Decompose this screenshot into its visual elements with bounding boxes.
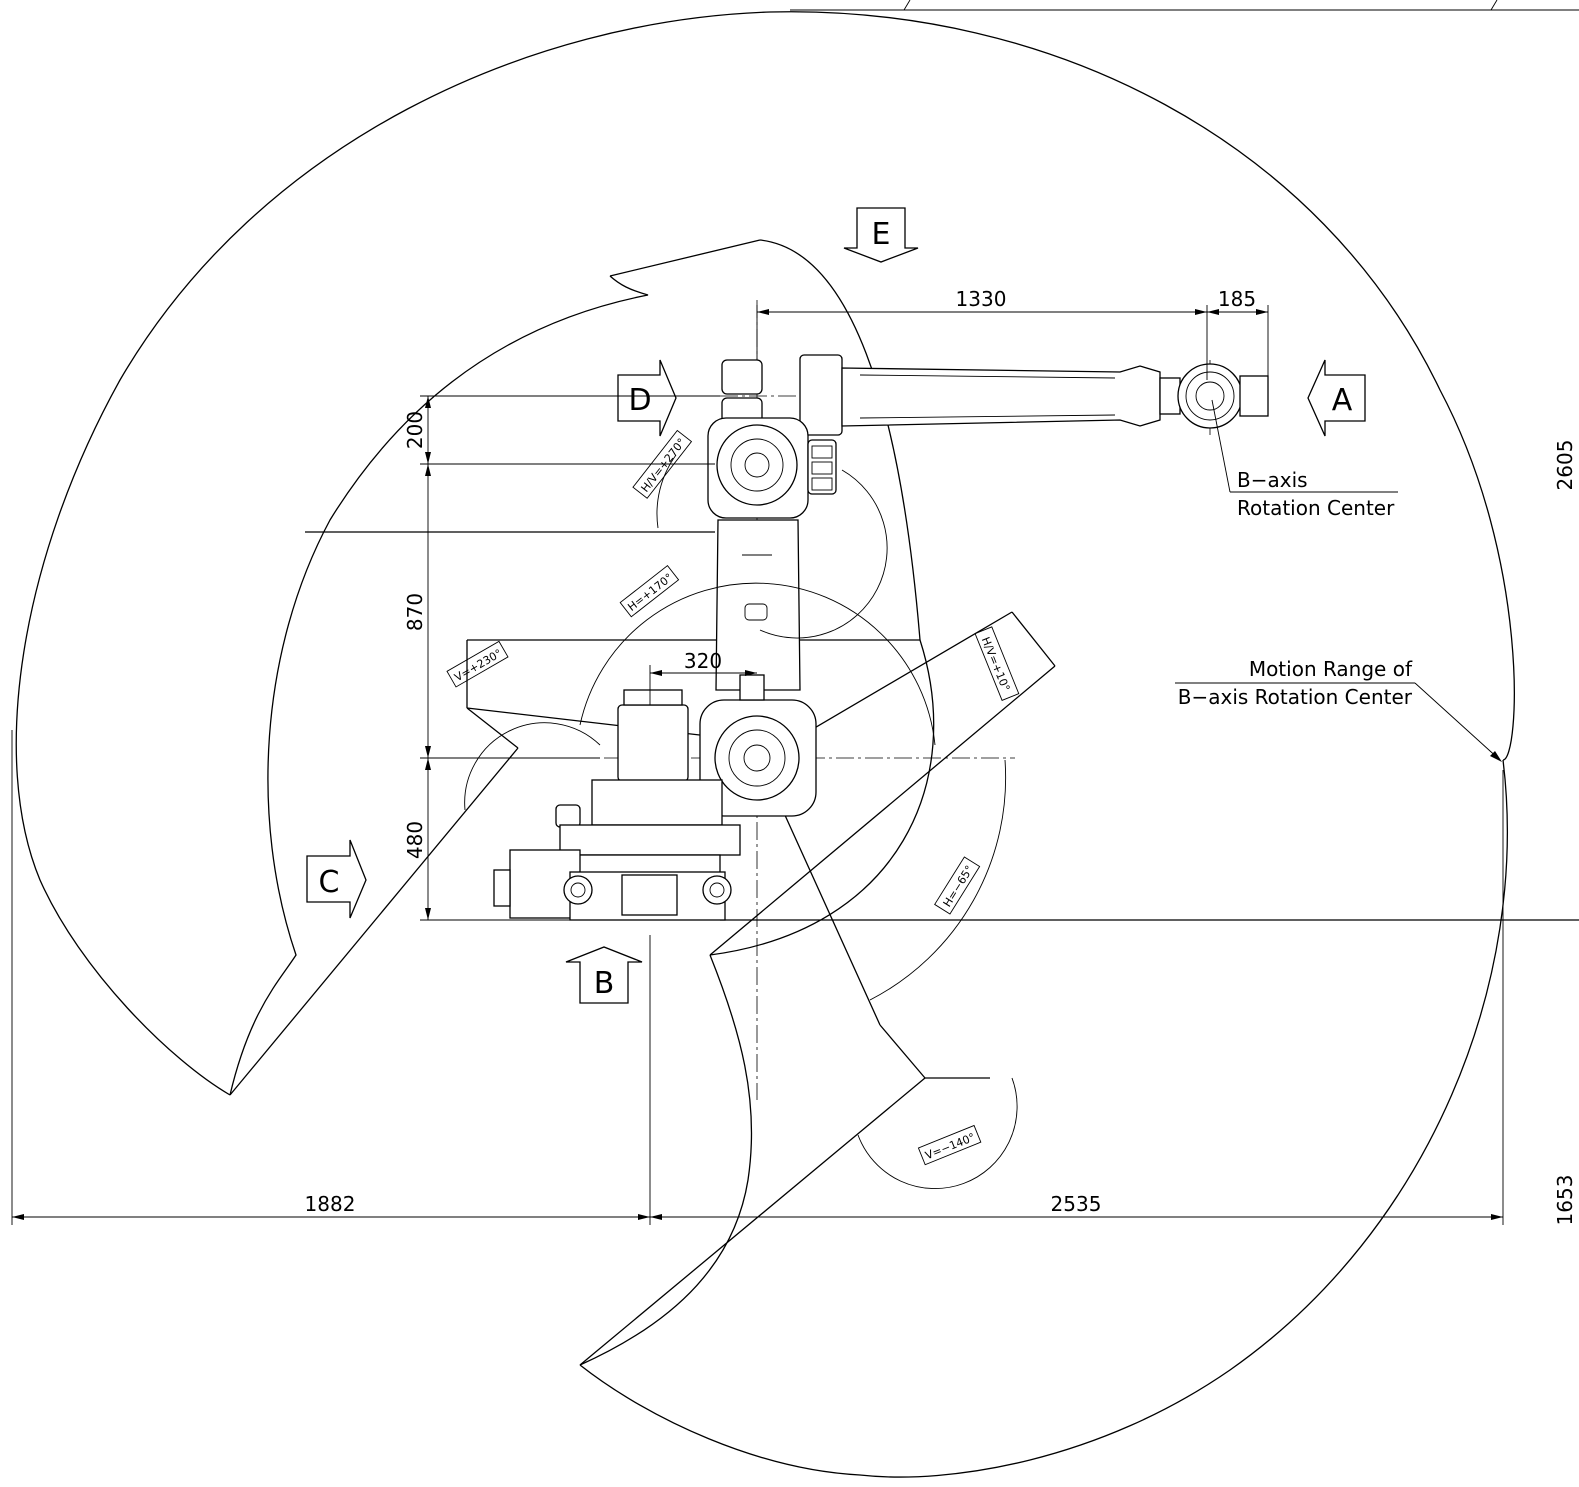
dim-480: 480 bbox=[403, 821, 427, 859]
outer-motion-envelope-lower bbox=[579, 759, 1508, 1478]
robot-base bbox=[493, 674, 817, 921]
robot-lower-arm bbox=[715, 519, 801, 691]
view-arrow-d: D bbox=[617, 359, 677, 437]
dim-200: 200 bbox=[403, 411, 427, 449]
view-arrow-a: A bbox=[1307, 359, 1366, 437]
view-arrow-c: C bbox=[306, 839, 367, 919]
dim-320: 320 bbox=[684, 649, 722, 673]
svg-text:D: D bbox=[628, 383, 651, 418]
angle-label-hv270: H/V=+270° bbox=[638, 436, 688, 495]
motion-range-label-line1: Motion Range of bbox=[1249, 657, 1413, 681]
dim-870: 870 bbox=[403, 593, 427, 631]
dim-2605: 2605 bbox=[1553, 440, 1577, 491]
outer-motion-envelope bbox=[15, 11, 1515, 1096]
svg-text:B: B bbox=[594, 966, 615, 1001]
b-axis-label-line1: B−axis bbox=[1237, 468, 1308, 492]
dim-1882: 1882 bbox=[305, 1192, 356, 1216]
svg-text:C: C bbox=[319, 865, 340, 900]
motion-range-label-line2: B−axis Rotation Center bbox=[1178, 685, 1413, 709]
svg-text:E: E bbox=[872, 217, 891, 252]
view-arrow-b: B bbox=[565, 946, 643, 1004]
svg-text:A: A bbox=[1332, 383, 1353, 418]
b-axis-label-line2: Rotation Center bbox=[1237, 496, 1395, 520]
dim-2535: 2535 bbox=[1051, 1192, 1102, 1216]
view-arrow-e: E bbox=[843, 207, 919, 263]
dim-1330: 1330 bbox=[956, 287, 1007, 311]
dim-185: 185 bbox=[1218, 287, 1256, 311]
dim-1653: 1653 bbox=[1553, 1175, 1577, 1226]
angle-label-v230: V=+230° bbox=[452, 647, 504, 684]
robot-forearm bbox=[707, 354, 1269, 519]
inner-motion-envelope bbox=[229, 275, 649, 1096]
